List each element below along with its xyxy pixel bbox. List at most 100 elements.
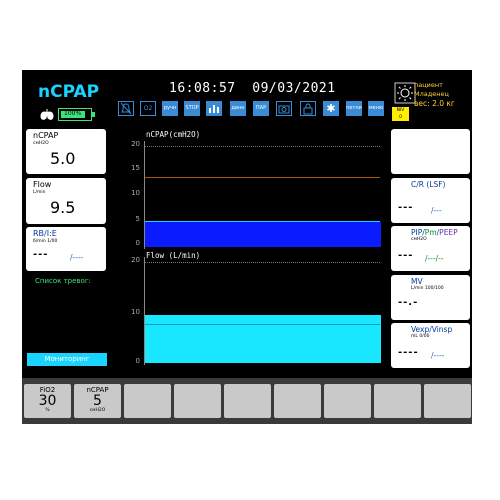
patient-type-label: пациент — [414, 81, 443, 89]
pressure-tick: 5 — [135, 215, 140, 223]
camera-icon[interactable] — [276, 101, 292, 116]
flow-unit: L/min — [33, 190, 46, 195]
compliance-panel[interactable]: C/R (LSF) --- /--- — [391, 178, 470, 223]
ncpap-value: 5.0 — [50, 149, 76, 168]
flow-value: 9.5 — [50, 198, 76, 217]
brightness-icon[interactable] — [394, 82, 416, 104]
ie-value: /---- — [70, 253, 84, 262]
minute-volume-panel[interactable]: MV L/min 100/100 --.- — [391, 275, 470, 320]
empty-setting-slot[interactable] — [174, 384, 221, 418]
trends-icon[interactable] — [206, 101, 222, 116]
battery-label: 100% — [64, 110, 82, 117]
pressure-tick: 20 — [131, 140, 140, 148]
pressure-graph-label: nCPAP(cmH2O) — [146, 130, 201, 139]
settings-icon[interactable]: ПАР — [253, 101, 269, 116]
clock: 16:08:57 09/03/2021 — [169, 81, 336, 96]
mv-label: MV — [411, 277, 423, 286]
manual-breath-icon[interactable]: ручн — [162, 101, 178, 116]
pm-peep-value: /---/-- — [425, 254, 444, 263]
gridline — [144, 262, 380, 264]
volume-unit: mL 0/00 — [411, 334, 430, 339]
pressure-tick: 0 — [135, 239, 140, 247]
niv-label: NIV — [396, 108, 405, 113]
ncpap-setting-value: 5 — [93, 393, 102, 409]
ventilator-screen: nCPAP 100% 16:08:57 09/03/2021 пациент М… — [22, 70, 472, 424]
vexp-vinsp-label: Vexp/Vinsp — [411, 325, 453, 334]
ncpap-setting[interactable]: nCPAP 5 смH2O — [74, 384, 121, 418]
axis-line — [144, 257, 145, 365]
stop-icon[interactable]: STOP — [184, 101, 200, 116]
fio2-value: 30 — [38, 393, 57, 409]
patient-info[interactable]: пациент Младенец вес: 2.0 кг — [414, 81, 455, 108]
resistance-value: /--- — [431, 206, 442, 215]
fio2-label: FiO2 — [39, 386, 56, 394]
pressure-panel[interactable]: PIP/Pm/PEEP смH2O --- /---/-- — [391, 226, 470, 271]
ncpap-setting-unit: смH2O — [89, 408, 106, 413]
compliance-value: --- — [398, 202, 414, 213]
fio2-setting[interactable]: FiO2 30 % — [24, 384, 71, 418]
pressure-unit: смH2O — [411, 237, 427, 242]
compliance-label: C/R (LSF) — [411, 180, 446, 189]
gridline — [144, 146, 380, 148]
pressure-waveform — [144, 222, 381, 247]
freeze-icon[interactable]: ✱ — [323, 101, 339, 116]
gridline — [144, 221, 380, 222]
mv-value: --.- — [398, 297, 419, 308]
flow-tick: 0 — [135, 357, 140, 365]
ncpap-setting-label: nCPAP — [86, 386, 109, 394]
empty-setting-slot[interactable] — [224, 384, 271, 418]
settings-bar: FiO2 30 % nCPAP 5 смH2O — [22, 378, 472, 424]
loops-icon[interactable]: петли — [346, 101, 362, 116]
flow-panel[interactable]: Flow L/min 9.5 — [26, 178, 106, 224]
patient-type: Младенец — [414, 90, 449, 98]
weight-label: вес: — [414, 99, 430, 108]
flow-tick: 20 — [131, 256, 140, 264]
pip-value: --- — [398, 250, 414, 261]
ncpap-unit: смH2O — [33, 141, 49, 146]
niv-badge[interactable]: NIV 0 — [392, 107, 409, 121]
flow-label: Flow — [33, 180, 52, 189]
waveform-area: nCPAP(cmH2O) 20 15 10 5 0 Flow (L/min) 2… — [124, 129, 382, 367]
flow-tick: 10 — [131, 308, 140, 316]
mode-title: nCPAP — [38, 82, 100, 102]
axis-line — [144, 141, 145, 249]
alarm-mute-icon[interactable] — [118, 101, 134, 116]
weight-unit: кг — [446, 99, 455, 108]
gridline — [144, 177, 380, 178]
battery-icon: 100% — [58, 108, 95, 121]
menu-icon[interactable]: меню — [368, 101, 384, 116]
empty-setting-slot[interactable] — [124, 384, 171, 418]
weight-value: 2.0 — [432, 99, 445, 108]
pip-pm-peep-label: PIP/Pm/PEEP — [411, 228, 458, 237]
flow-baseline — [144, 324, 380, 325]
rb-ie-label: RB/I:E — [33, 229, 57, 238]
flow-waveform — [144, 315, 381, 363]
pressure-tick: 10 — [131, 189, 140, 197]
pressure-tick: 15 — [131, 164, 140, 172]
rb-ie-unit: б/min 1/00 — [33, 239, 58, 244]
empty-setting-slot[interactable] — [324, 384, 371, 418]
rb-ie-panel[interactable]: RB/I:E б/min 1/00 --- /---- — [26, 227, 106, 271]
vexp-value: ---- — [398, 347, 419, 358]
right-panel-blank[interactable] — [391, 129, 470, 174]
date: 09/03/2021 — [252, 81, 336, 96]
alarm-list-title: Список тревог: — [35, 277, 91, 285]
niv-value: 0 — [399, 115, 402, 120]
vinsp-value: /---- — [431, 351, 445, 360]
monitoring-button[interactable]: Мониторинг — [27, 353, 107, 366]
lungs-icon — [40, 106, 54, 120]
empty-setting-slot[interactable] — [274, 384, 321, 418]
time: 16:08:57 — [169, 81, 236, 96]
ncpap-label: nCPAP — [33, 131, 59, 140]
volume-panel[interactable]: Vexp/Vinsp mL 0/00 ---- /---- — [391, 323, 470, 368]
lock-icon[interactable] — [300, 101, 316, 116]
fio2-unit: % — [45, 408, 50, 413]
data-icon[interactable]: данн — [230, 101, 246, 116]
o2-icon[interactable]: O2 — [140, 101, 156, 116]
mv-unit: L/min 100/100 — [411, 286, 444, 291]
ncpap-panel[interactable]: nCPAP смH2O 5.0 — [26, 129, 106, 174]
empty-setting-slot[interactable] — [374, 384, 421, 418]
rb-value: --- — [33, 249, 49, 260]
flow-graph-label: Flow (L/min) — [146, 251, 201, 260]
empty-setting-slot[interactable] — [424, 384, 471, 418]
